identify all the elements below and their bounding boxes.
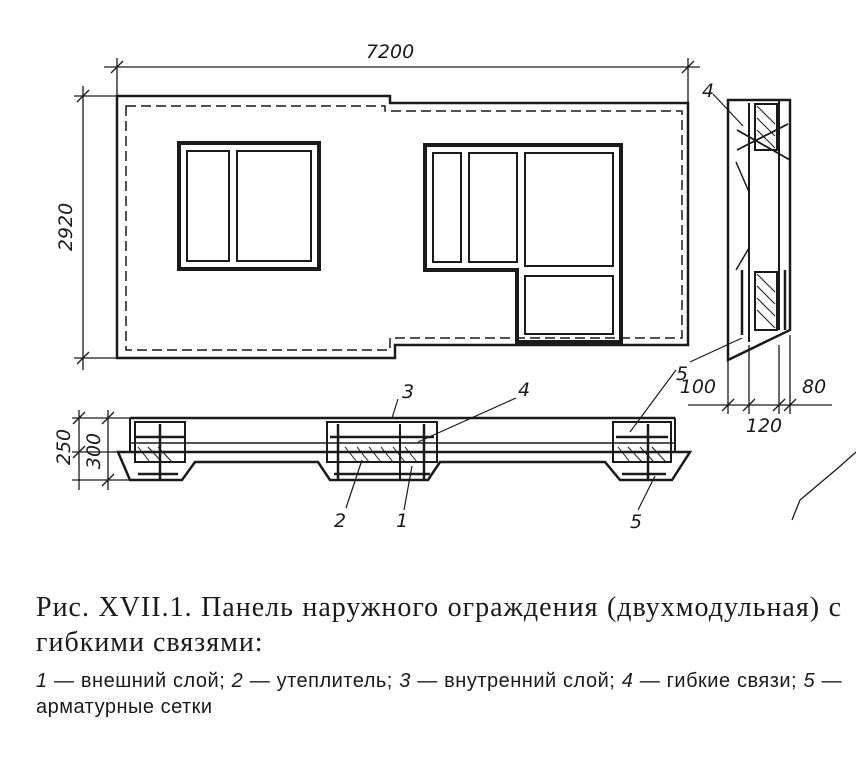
side-section	[689, 93, 792, 363]
legend-num: 3	[399, 670, 411, 692]
legend-text: — утеплитель;	[243, 670, 400, 692]
legend-text: — внешний слой;	[47, 670, 232, 692]
section-rib-middle	[326, 421, 438, 480]
dim-7200-label: 7200	[366, 41, 414, 63]
dim-100-label: 100	[680, 376, 716, 398]
figure-caption: Рис. XVII.1. Панель наружного ограждения…	[36, 590, 842, 720]
dimension-7200	[104, 58, 700, 103]
callout-2: 2	[334, 510, 346, 532]
window-balcony-door	[423, 143, 623, 344]
plan-section	[116, 369, 693, 511]
legend-text: — арматурные сетки	[36, 670, 843, 718]
caption-title: Рис. XVII.1. Панель наружного ограждения…	[36, 592, 842, 658]
callout-4-section: 4	[518, 379, 530, 401]
dim-120-label: 120	[746, 415, 782, 437]
dim-80-label: 80	[802, 376, 826, 398]
panel-elevation	[115, 94, 690, 360]
legend-num: 5	[803, 670, 816, 692]
window-left	[177, 141, 321, 271]
legend-text: — гибкие связи;	[633, 670, 804, 692]
technical-drawing: 7200 2920 250 300 100 120 80 3 4 2 1 5 4…	[53, 41, 856, 533]
dim-2920-label: 2920	[55, 203, 77, 251]
dimension-side	[688, 335, 832, 414]
callout-5-section: 5	[630, 511, 642, 533]
callout-3: 3	[402, 381, 414, 403]
dim-300-label: 300	[83, 433, 105, 469]
callout-1: 1	[396, 510, 408, 532]
dimension-250-300	[72, 410, 130, 490]
dim-250-label: 250	[53, 429, 75, 465]
dimension-2920	[74, 86, 117, 370]
legend-num: 4	[621, 670, 634, 692]
section-rib-left	[134, 421, 186, 480]
callout-4-side: 4	[702, 80, 714, 102]
section-rib-right	[612, 421, 672, 480]
legend-text: — внутренний слой;	[410, 670, 622, 692]
caption-legend: 1 — внешний слой; 2 — утеплитель; 3 — вн…	[36, 668, 842, 720]
callout-5-side: 5	[676, 363, 688, 385]
legend-num: 2	[231, 670, 244, 692]
legend-num: 1	[36, 670, 48, 692]
